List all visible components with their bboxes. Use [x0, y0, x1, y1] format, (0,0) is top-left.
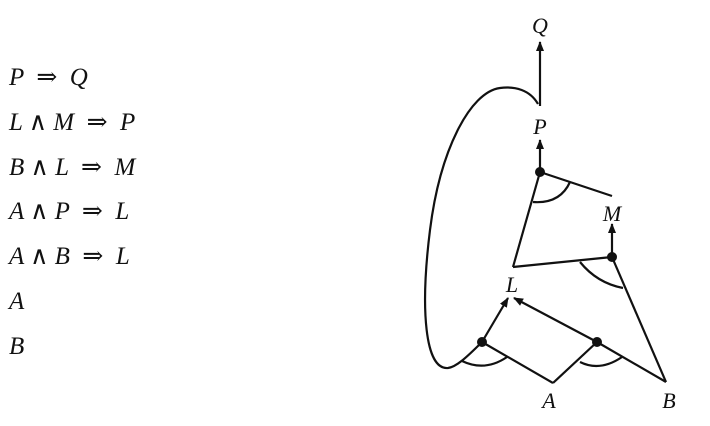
rule: A ∧ P ⇒ L [9, 198, 130, 226]
edge-b-and2 [610, 256, 668, 383]
rule: L ∧ M ⇒ P [9, 108, 136, 136]
node-l: L [505, 272, 518, 297]
and-node [607, 252, 617, 262]
edge-p-loop [424, 86, 539, 370]
edge-l-and [511, 171, 542, 268]
rule: A ∧ B ⇒ L [9, 243, 130, 271]
and-arc [579, 356, 623, 368]
fact: B [9, 332, 25, 360]
edge-b-and3 [596, 341, 667, 383]
node-m: M [602, 201, 623, 226]
fact: A [9, 287, 25, 315]
node-q: Q [532, 13, 548, 38]
and-node [592, 337, 602, 347]
edge-a-and2 [552, 341, 598, 384]
and-node [535, 167, 545, 177]
edge-a-and [481, 341, 554, 384]
rule: P ⇒ Q [9, 64, 88, 91]
and-arc [461, 356, 508, 367]
node-p: P [532, 114, 546, 139]
and-arc [532, 181, 572, 204]
rule: B ∧ L ⇒ M [9, 153, 136, 181]
edge-and-l2 [513, 297, 598, 343]
and-arc [579, 261, 624, 290]
node-b: B [662, 388, 675, 413]
node-a: A [540, 388, 556, 413]
edge-and-l [481, 297, 509, 343]
rule-list: P ⇒ Q L ∧ M ⇒ P B ∧ L ⇒ M A ∧ P ⇒ L A ∧ … [9, 60, 135, 374]
edge-l-and2 [512, 255, 613, 269]
edge-m-and [539, 170, 613, 198]
and-node [477, 337, 487, 347]
